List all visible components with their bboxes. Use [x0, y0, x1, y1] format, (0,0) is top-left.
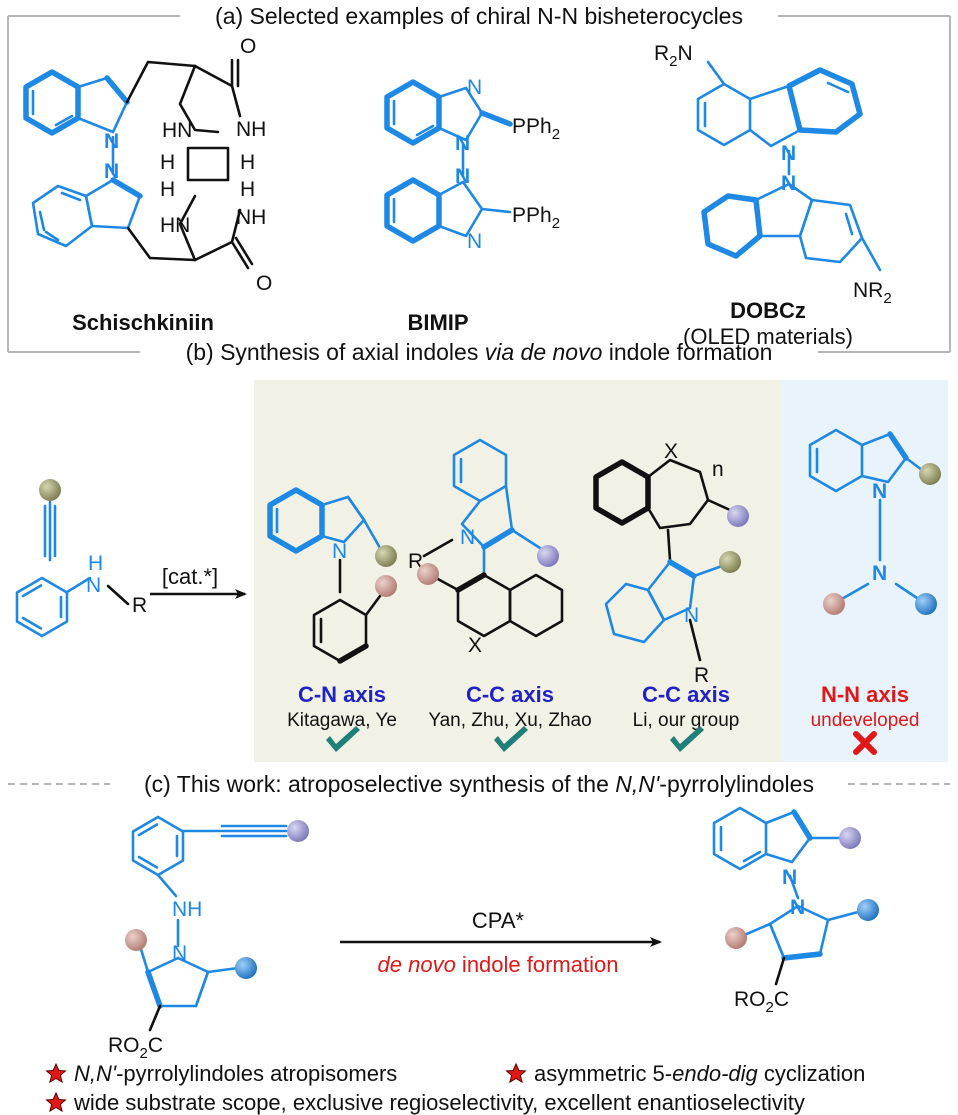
condition-label: de novo indole formation: [378, 952, 619, 977]
svg-text:N: N: [104, 130, 119, 153]
pyrrole-hydrazine-substrate: NH N RO2C: [108, 815, 309, 1062]
cn-axis-product: N: [267, 487, 397, 664]
axis-label-4: N-N axis: [821, 682, 909, 707]
section-c-title: (c) This work: atroposelective synthesis…: [144, 771, 814, 797]
highlight-3: wide substrate scope, exclusive regiosel…: [45, 1090, 805, 1115]
svg-text:wide substrate scope, exclusiv: wide substrate scope, exclusive regiosel…: [73, 1090, 805, 1115]
svg-text:N: N: [104, 160, 119, 183]
authors-4: undeveloped: [811, 710, 920, 731]
svg-text:RO2C: RO2C: [108, 1034, 163, 1062]
schischkiniin-label: Schischkiniin: [72, 310, 214, 335]
svg-text:H: H: [240, 151, 255, 174]
svg-text:N: N: [790, 896, 805, 919]
dobcz-label: DOBCz: [730, 298, 806, 323]
svg-text:N: N: [872, 480, 887, 503]
svg-text:R: R: [132, 594, 147, 617]
svg-text:N: N: [455, 165, 470, 188]
check-icon: [494, 726, 528, 752]
axis-label-3: C-C axis: [642, 682, 730, 707]
nn-axis-product: N N: [808, 428, 941, 615]
section-c: (c) This work: atroposelective synthesis…: [8, 771, 950, 1115]
svg-text:N: N: [172, 942, 187, 965]
pyrrolylindole-product: N N RO2C: [712, 806, 879, 1016]
svg-text:NH: NH: [172, 898, 202, 921]
cpa-label: CPA*: [472, 908, 525, 933]
check-icon: [326, 726, 360, 752]
svg-text:NH: NH: [236, 206, 266, 229]
svg-text:N: N: [460, 526, 475, 549]
section-b-title: (b) Synthesis of axial indoles via de no…: [186, 339, 773, 365]
svg-text:H: H: [88, 552, 103, 575]
star-icon: [45, 1062, 67, 1084]
dobcz-note: (OLED materials): [683, 324, 853, 349]
svg-text:N: N: [467, 76, 482, 99]
bimip-structure: N N N N PPh2 PPh2: [384, 76, 560, 253]
axis-label-2: C-C axis: [466, 682, 554, 707]
svg-text:N: N: [872, 562, 887, 585]
svg-text:N: N: [684, 604, 699, 627]
svg-text:H: H: [160, 178, 175, 201]
svg-text:RO2C: RO2C: [734, 988, 789, 1016]
svg-text:H: H: [160, 151, 175, 174]
cc-axis-product-2: X n N R: [593, 440, 749, 687]
star-icon: [505, 1062, 527, 1084]
bimip-label: BIMIP: [407, 310, 468, 335]
section-a: (a) Selected examples of chiral N-N bish…: [7, 3, 951, 352]
highlight-2: asymmetric 5-endo-dig cyclization: [505, 1061, 865, 1086]
dobcz-structure: R2N NR2 N N: [654, 42, 892, 307]
svg-text:NR2: NR2: [853, 279, 892, 307]
svg-text:N: N: [782, 866, 797, 889]
svg-text:X: X: [468, 634, 482, 657]
catalyst-label: [cat.*]: [162, 564, 218, 589]
section-b: (b) Synthesis of axial indoles via de no…: [8, 339, 950, 762]
highlight-1: N,N'-pyrrolylindoles atropisomers: [45, 1061, 397, 1086]
svg-text:PPh2: PPh2: [512, 204, 560, 232]
svg-text:R2N: R2N: [654, 42, 693, 70]
svg-text:N: N: [332, 540, 347, 563]
svg-text:O: O: [256, 272, 272, 295]
svg-text:N,N'-pyrrolylindoles atropisom: N,N'-pyrrolylindoles atropisomers: [74, 1061, 397, 1086]
svg-text:asymmetric 5-endo-dig cyclizat: asymmetric 5-endo-dig cyclization: [534, 1061, 865, 1086]
alkynyl-aniline-substrate: H N R: [15, 479, 147, 638]
cc-axis-product-1: N R X: [408, 438, 564, 657]
svg-text:R: R: [694, 664, 709, 687]
svg-text:X: X: [664, 440, 678, 463]
check-icon: [670, 726, 704, 752]
svg-text:H: H: [240, 178, 255, 201]
section-a-title: (a) Selected examples of chiral N-N bish…: [215, 3, 743, 29]
svg-text:N: N: [455, 132, 470, 155]
svg-text:HN: HN: [162, 119, 192, 142]
authors-2: Yan, Zhu, Xu, Zhao: [428, 710, 591, 731]
axis-label-1: C-N axis: [298, 682, 386, 707]
star-icon: [45, 1091, 67, 1113]
authors-1: Kitagawa, Ye: [287, 710, 397, 731]
svg-text:O: O: [240, 35, 256, 58]
schischkiniin-structure: O O HN NH HN NH H H H H N N: [23, 35, 272, 295]
svg-text:HN: HN: [160, 214, 190, 237]
svg-text:n: n: [712, 458, 724, 481]
svg-text:PPh2: PPh2: [512, 115, 560, 143]
svg-text:NH: NH: [236, 118, 266, 141]
svg-text:N: N: [467, 230, 482, 253]
known-methods-panel: [254, 380, 782, 762]
authors-3: Li, our group: [633, 710, 740, 731]
svg-text:N: N: [781, 172, 796, 195]
svg-text:N: N: [781, 142, 796, 165]
svg-text:N: N: [86, 574, 101, 597]
cross-icon: [853, 731, 877, 755]
